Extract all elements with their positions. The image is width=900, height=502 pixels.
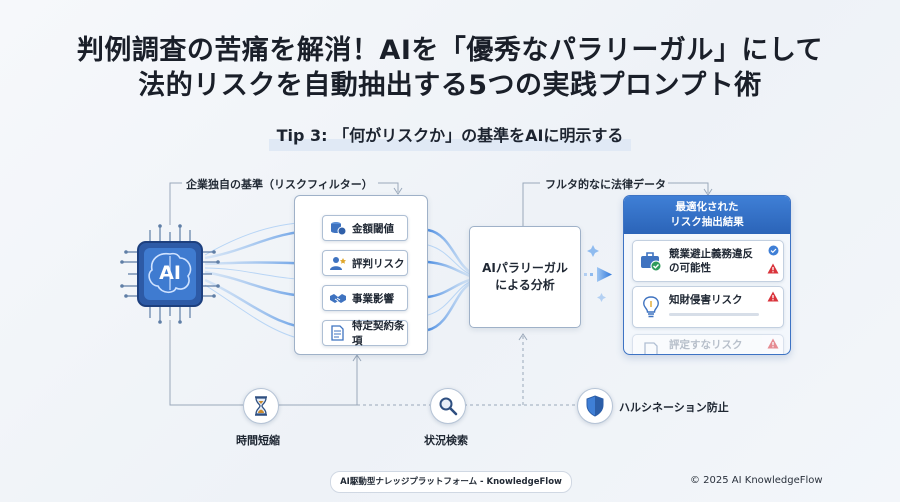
coins-icon	[331, 222, 347, 236]
result-header: 最適化された リスク抽出結果	[624, 196, 790, 234]
benefit-hallucination-prevention	[577, 388, 613, 424]
hourglass-icon	[255, 396, 267, 416]
filter-item-label: 事業影響	[352, 292, 394, 305]
document-icon	[644, 342, 658, 354]
result-item-line-1: 競業避止義務違反	[669, 248, 753, 260]
document-icon	[331, 325, 344, 341]
arrowhead	[518, 333, 528, 341]
analysis-line-2: による分析	[495, 278, 555, 292]
result-item-line-1: 評定すなリスク	[669, 339, 743, 351]
result-header-line-1: 最適化された	[675, 201, 739, 213]
benefit-situation-search	[430, 388, 466, 424]
connector-analysis-up	[522, 182, 540, 226]
brain-chip-icon	[120, 224, 220, 324]
title-line-2: 法的リスクを自動抽出する5つの実践プロンプト術	[138, 70, 762, 101]
filter-item-amount-threshold: 金額閾値	[322, 215, 408, 241]
connector-filter-label	[378, 182, 399, 192]
arrow-to-result	[584, 245, 612, 302]
connector-chip-to-filter	[169, 182, 182, 225]
warning-icon	[767, 263, 779, 274]
connector-fulltext	[668, 182, 709, 193]
result-header-line-2: リスク抽出結果	[670, 216, 744, 228]
title-line-1: 判例調査の苦痛を解消！AIを「優秀なパラリーガル」にして	[76, 35, 824, 66]
analysis-line-1: AIパラリーガル	[482, 261, 568, 275]
shield-check-icon	[586, 395, 604, 417]
handshake-icon	[330, 294, 346, 303]
benefit-time-saving	[243, 388, 279, 424]
warning-icon	[767, 338, 779, 349]
check-badge-icon	[768, 245, 779, 256]
briefcase-check-icon	[641, 252, 662, 272]
ai-chip: AI	[118, 222, 222, 326]
filter-label: 企業独自の基準（リスクフィルター）	[186, 178, 373, 191]
lightbulb-icon	[643, 296, 659, 318]
platform-footer-pill: AI駆動型ナレッジプラットフォーム - KnowledgeFlow	[330, 471, 572, 493]
fulltext-data-label: フルタ的なに法律データ	[545, 178, 666, 191]
filter-item-reputation-risk: 評判リスク	[322, 250, 408, 276]
result-item-other-risk: 評定すなリスク	[632, 334, 784, 354]
result-item-line-1: 知財侵害リスク	[669, 294, 743, 306]
arrowhead	[352, 354, 362, 362]
benefit-label: ハルシネーション防止	[619, 401, 729, 414]
copyright: © 2025 AI KnowledgeFlow	[690, 475, 823, 486]
filter-item-label: 特定契約条項	[352, 320, 405, 347]
magnifier-icon	[439, 397, 458, 416]
connector-bottom-loop	[169, 320, 243, 406]
result-item-non-compete: 競業避止義務違反 の可能性	[632, 240, 784, 282]
tip-subtitle: Tip 3: 「何がリスクか」の基準をAIに明示する	[0, 120, 900, 151]
benefit-label: 時間短縮	[236, 434, 280, 447]
person-reputation-icon	[330, 257, 346, 270]
result-item-ip-infringement: 知財侵害リスク	[632, 286, 784, 328]
placeholder-line	[669, 313, 759, 316]
ai-paralegal-analysis: AIパラリーガル による分析	[469, 226, 581, 328]
benefit-label: 状況検索	[424, 434, 468, 447]
ai-chip-label: AI	[159, 262, 181, 284]
result-item-line-2: の可能性	[669, 262, 711, 274]
risk-extraction-result: 最適化された リスク抽出結果 競業避止義務違反 の可能性 知財侵害リスク	[623, 195, 791, 355]
arrowhead	[393, 187, 403, 195]
data-streams-right	[427, 228, 471, 332]
filter-item-business-impact: 事業影響	[322, 285, 408, 311]
warning-icon	[767, 291, 779, 302]
connector-bottom-up	[277, 356, 358, 406]
filter-item-label: 評判リスク	[352, 257, 405, 270]
filter-item-contract-clauses: 特定契約条項	[322, 320, 408, 347]
tip-text: Tip 3: 「何がリスクか」の基準をAIに明示する	[268, 120, 632, 151]
filter-item-label: 金額閾値	[352, 222, 394, 235]
